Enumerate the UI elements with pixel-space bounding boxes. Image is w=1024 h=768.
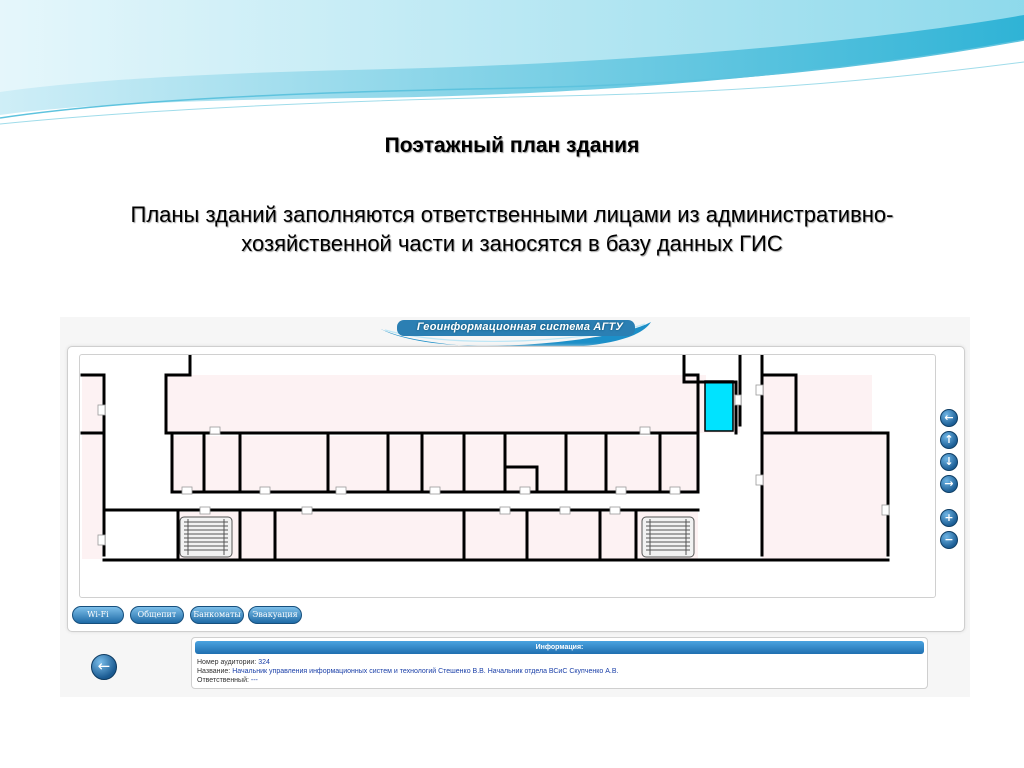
tab-atms[interactable]: Банкоматы — [190, 606, 244, 624]
gis-logo-banner — [379, 320, 651, 346]
info-responsible-row: Ответственный: --- — [197, 677, 258, 684]
info-header: Информация: — [195, 641, 924, 654]
info-responsible-label: Ответственный: — [197, 677, 249, 684]
info-room-value: 324 — [258, 659, 270, 666]
info-name-value: Начальник управления информационных сист… — [232, 668, 619, 675]
pan-right-button[interactable]: → — [940, 475, 958, 493]
info-room-row: Номер аудитории: 324 — [197, 659, 270, 666]
zoom-in-button[interactable]: + — [940, 509, 958, 527]
pan-up-button[interactable]: ↑ — [940, 431, 958, 449]
tab-canteen[interactable]: Общепит — [130, 606, 184, 624]
highlighted-room-324[interactable] — [704, 380, 734, 432]
slide-title: Поэтажный план здания — [384, 134, 640, 157]
gis-app-screenshot: Геоинформационная система АГТУ — [60, 317, 970, 697]
info-responsible-value: --- — [250, 677, 258, 684]
wave-header-decoration — [0, 0, 1024, 125]
staircase-icon — [641, 516, 695, 558]
slide-subtitle-line2: хозяйственной части и заносятся в базу д… — [241, 231, 783, 256]
back-button[interactable]: ← — [91, 654, 117, 680]
tab-evacuation[interactable]: Эвакуация — [248, 606, 302, 624]
tab-wifi[interactable]: Wi-Fi — [72, 606, 124, 624]
info-room-label: Номер аудитории: — [197, 659, 257, 666]
floor-plan-drawing — [80, 355, 890, 562]
slide-subtitle-line1: Планы зданий заполняются ответственными … — [130, 202, 894, 227]
info-panel: Информация: Номер аудитории: 324 Названи… — [191, 637, 928, 689]
pan-left-button[interactable]: ← — [940, 409, 958, 427]
slide-subtitle: Планы зданий заполняются ответственными … — [40, 200, 984, 258]
gis-logo-text: Геоинформационная система АГТУ — [416, 321, 624, 333]
zoom-out-button[interactable]: − — [940, 531, 958, 549]
staircase-icon — [179, 516, 233, 558]
info-name-label: Название: — [197, 668, 231, 675]
pan-down-button[interactable]: ↓ — [940, 453, 958, 471]
map-panel: ← ↑ ↓ → + − — [67, 346, 965, 632]
floor-plan-map[interactable] — [79, 354, 936, 598]
info-name-row: Название: Начальник управления информаци… — [197, 668, 618, 675]
